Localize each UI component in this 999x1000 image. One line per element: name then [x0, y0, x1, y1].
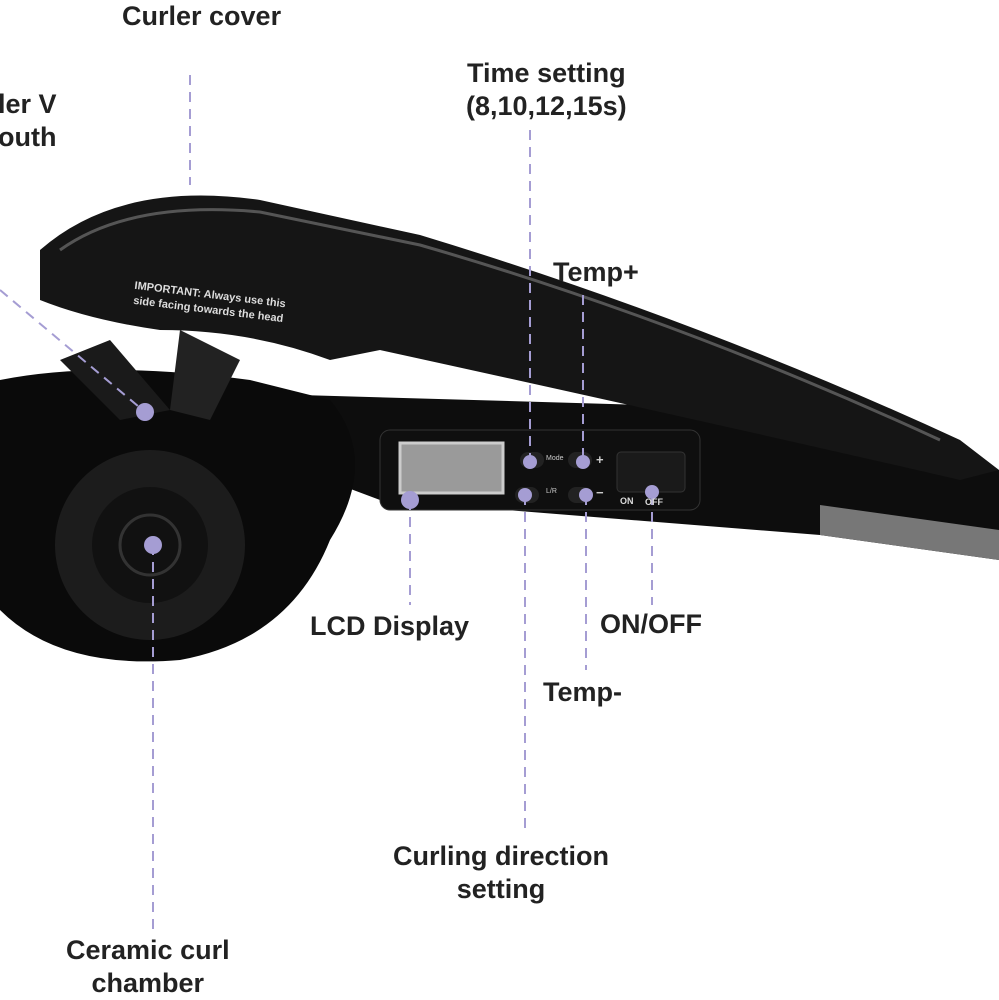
label-curler-cover: Curler cover — [122, 1, 282, 31]
label-ceramic-line-2: chamber — [91, 968, 205, 998]
label-curling-direction: Curling direction setting — [393, 840, 609, 906]
label-time-setting-line-2: (8,10,12,15s) — [466, 91, 627, 121]
lr-button[interactable]: L/R — [546, 488, 557, 495]
plus-button[interactable]: + — [596, 452, 604, 467]
label-ceramic-line-1: Ceramic curl — [66, 935, 230, 965]
callout-dots — [136, 403, 659, 554]
label-v-mouth: ler V outh — [0, 88, 57, 154]
label-time-setting-line-1: Time setting — [467, 58, 626, 88]
label-ceramic-chamber: Ceramic curl chamber — [66, 934, 230, 1000]
label-on-off: ON/OFF — [600, 609, 702, 639]
on-text: ON — [620, 496, 634, 506]
curler-cover — [40, 195, 999, 481]
minus-button[interactable]: − — [596, 485, 604, 500]
label-curling-direction-line-2: setting — [456, 874, 546, 904]
label-v-mouth-line-1: ler V — [0, 89, 57, 119]
label-time-setting: Time setting (8,10,12,15s) — [466, 57, 627, 123]
label-temp-minus: Temp- — [543, 677, 622, 707]
label-temp-plus: Temp+ — [553, 257, 639, 287]
off-text: OFF — [645, 497, 663, 507]
label-curling-direction-line-1: Curling direction — [393, 841, 609, 871]
label-lcd-display: LCD Display — [310, 611, 470, 641]
lcd-screen — [398, 441, 505, 495]
mode-button[interactable]: Mode — [546, 455, 564, 462]
label-v-mouth-line-2: outh — [0, 122, 57, 152]
